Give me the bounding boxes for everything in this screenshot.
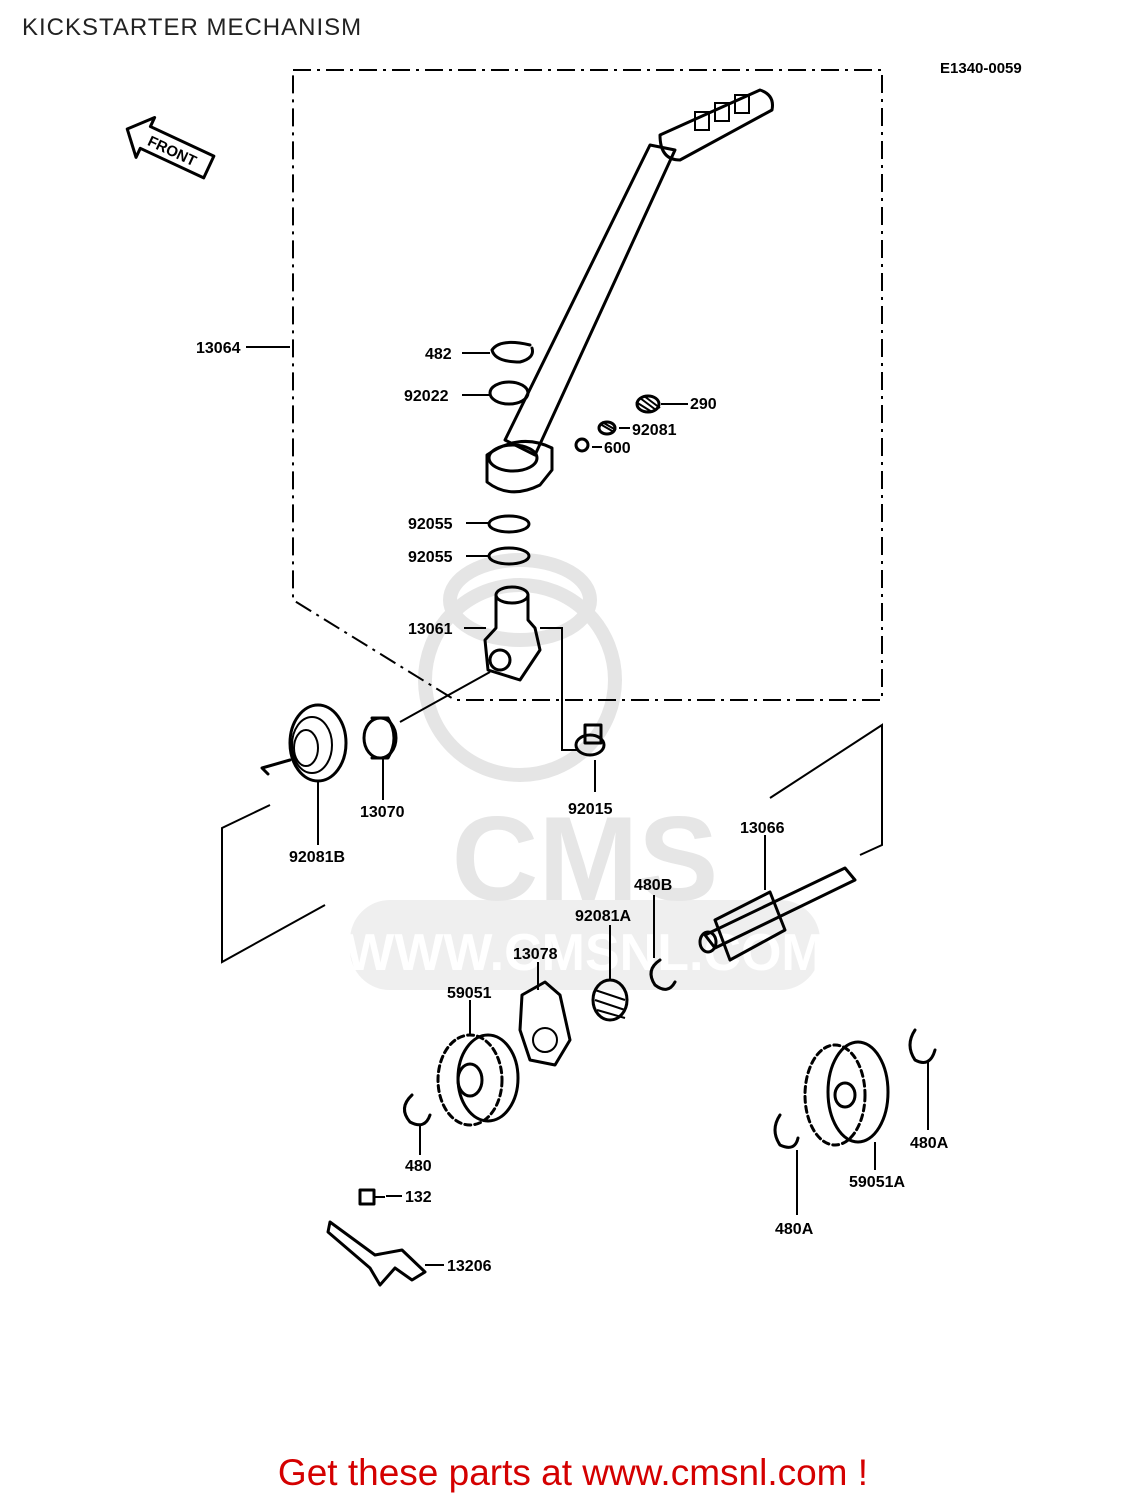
front-arrow: FRONT [125, 115, 216, 180]
label-92081A: 92081A [575, 908, 631, 925]
label-480A-b: 480A [775, 1221, 814, 1238]
watermark: CMS WWW.CMSNL.COM [345, 553, 825, 990]
part-92055-a [487, 514, 531, 534]
label-13078: 13078 [513, 946, 558, 963]
part-13070 [362, 716, 398, 760]
cta-link[interactable]: Get these parts at www.cmsnl.com ! [277, 1452, 869, 1493]
part-600 [574, 437, 590, 453]
kick-lever-13064 [485, 88, 774, 494]
label-13061: 13061 [408, 621, 453, 638]
assembly-box [292, 69, 883, 701]
part-13066 [698, 866, 857, 962]
label-92055-b: 92055 [408, 549, 453, 566]
part-13061 [483, 585, 542, 682]
part-92015 [574, 723, 606, 757]
label-480B: 480B [634, 877, 672, 894]
label-480: 480 [405, 1158, 432, 1175]
part-480 [403, 1093, 432, 1127]
part-59051A [803, 1040, 890, 1147]
label-13064: 13064 [196, 340, 241, 357]
label-92055-a: 92055 [408, 516, 453, 533]
part-13078 [518, 980, 572, 1067]
label-92015: 92015 [568, 801, 613, 818]
part-92081 [597, 420, 617, 436]
part-59051 [436, 1033, 520, 1127]
label-92081B: 92081B [289, 849, 345, 866]
label-92081: 92081 [632, 422, 677, 439]
part-132 [358, 1188, 385, 1206]
label-13066: 13066 [740, 820, 785, 837]
label-13206: 13206 [447, 1258, 492, 1275]
leader-lines [221, 346, 929, 1266]
label-480A-a: 480A [910, 1135, 949, 1152]
label-600: 600 [604, 440, 631, 457]
diagram-code: E1340-0059 [940, 60, 1022, 77]
label-482: 482 [425, 346, 452, 363]
part-480A-b [773, 1113, 800, 1149]
label-13070: 13070 [360, 804, 405, 821]
label-59051A: 59051A [849, 1174, 905, 1191]
label-132: 132 [405, 1189, 432, 1206]
part-480A-a [908, 1028, 937, 1064]
part-13206 [326, 1220, 427, 1287]
watermark-logo-text: CMS [452, 792, 719, 926]
page-title: KICKSTARTER MECHANISM [22, 14, 363, 41]
label-59051: 59051 [447, 985, 492, 1002]
part-482 [490, 340, 534, 364]
part-290 [635, 394, 661, 414]
part-480B [649, 958, 677, 991]
part-92022 [488, 380, 530, 406]
part-labels: 13064 482 92022 290 92081 600 92055 9205… [196, 340, 949, 1275]
label-290: 290 [690, 396, 717, 413]
watermark-url-text: WWW.CMSNL.COM [345, 924, 824, 982]
label-92022: 92022 [404, 388, 449, 405]
part-92081B [260, 703, 348, 783]
